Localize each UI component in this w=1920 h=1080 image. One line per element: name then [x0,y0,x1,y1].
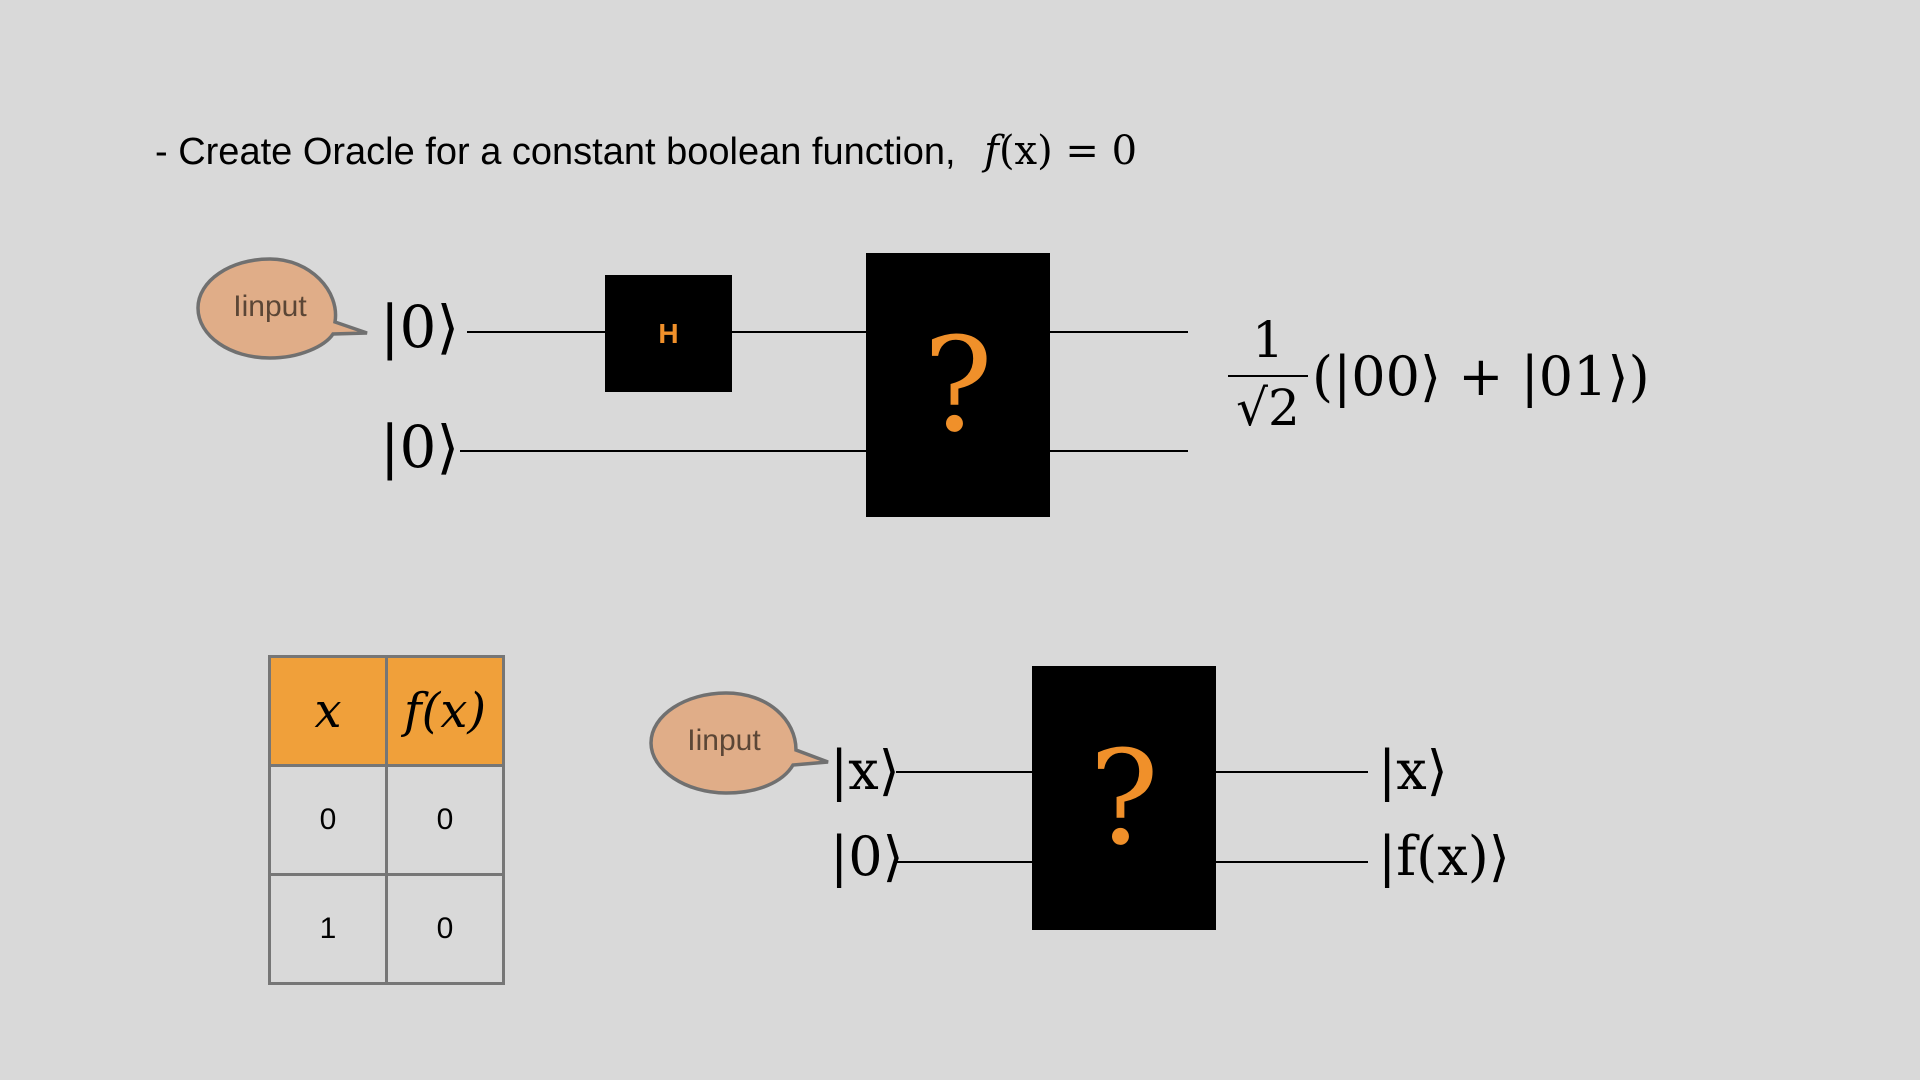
wire-top-post-h [732,331,867,333]
truth-table-header-fx: f(x) [385,655,505,767]
circuit2-output-bottom: |f(x)⟩ [1378,825,1510,888]
table-row: 0 0 [268,764,505,876]
input-speech-bubble-1: Iinput [195,256,375,362]
wire-top-out [1050,331,1188,333]
speech-bubble-shape [196,257,368,360]
qubit-bottom-initial-state: |0⟩ [380,413,460,481]
fraction-numerator: 1 [1252,311,1284,369]
bubble-label: Iinput [687,724,761,757]
heading-formula-arg: (x) [998,128,1053,174]
heading-formula: f(x) = 0 [984,128,1137,174]
table-cell: 0 [385,873,505,985]
table-row: 1 0 [268,873,505,985]
output-fraction: 1 √2 [1228,315,1308,433]
wire2-bottom-in [896,861,1033,863]
oracle-box-1: ? [866,253,1050,517]
slide-heading: - Create Oracle for a constant boolean f… [155,128,1137,174]
bubble-label: Iinput [233,290,307,323]
output-superposition: (|00⟩ + |01⟩) [1312,345,1650,408]
table-cell: 0 [385,764,505,876]
oracle-box-2: ? [1032,666,1216,930]
table-cell: 1 [268,873,388,985]
circuit2-output-top: |x⟩ [1378,739,1448,802]
circuit2-input-bottom: |0⟩ [830,825,904,888]
heading-formula-func: f [984,128,999,174]
table-cell: 0 [268,764,388,876]
wire-bottom-out [1050,450,1188,452]
speech-bubble-shape [649,691,829,795]
hadamard-label: H [658,317,679,349]
wire2-top-in [896,771,1033,773]
truth-table: x f(x) 0 0 1 0 [268,655,505,985]
oracle-question-mark: ? [923,309,993,461]
circuit2-input-top: |x⟩ [830,739,900,802]
truth-table-header-row: x f(x) [268,655,505,767]
wire2-bottom-out [1216,861,1368,863]
fraction-bar [1228,375,1308,377]
input-speech-bubble-2: Iinput [648,690,829,796]
wire-bottom-pre-oracle [460,450,867,452]
fraction-denominator: √2 [1236,379,1300,437]
heading-text: - Create Oracle for a constant boolean f… [155,131,956,173]
wire-top-pre-h [467,331,607,333]
truth-table-header-x: x [268,655,388,767]
oracle-question-mark: ? [1089,722,1159,874]
heading-formula-rhs: = 0 [1052,128,1138,174]
hadamard-gate: H [605,275,732,392]
qubit-top-initial-state: |0⟩ [380,293,460,361]
wire2-top-out [1216,771,1368,773]
